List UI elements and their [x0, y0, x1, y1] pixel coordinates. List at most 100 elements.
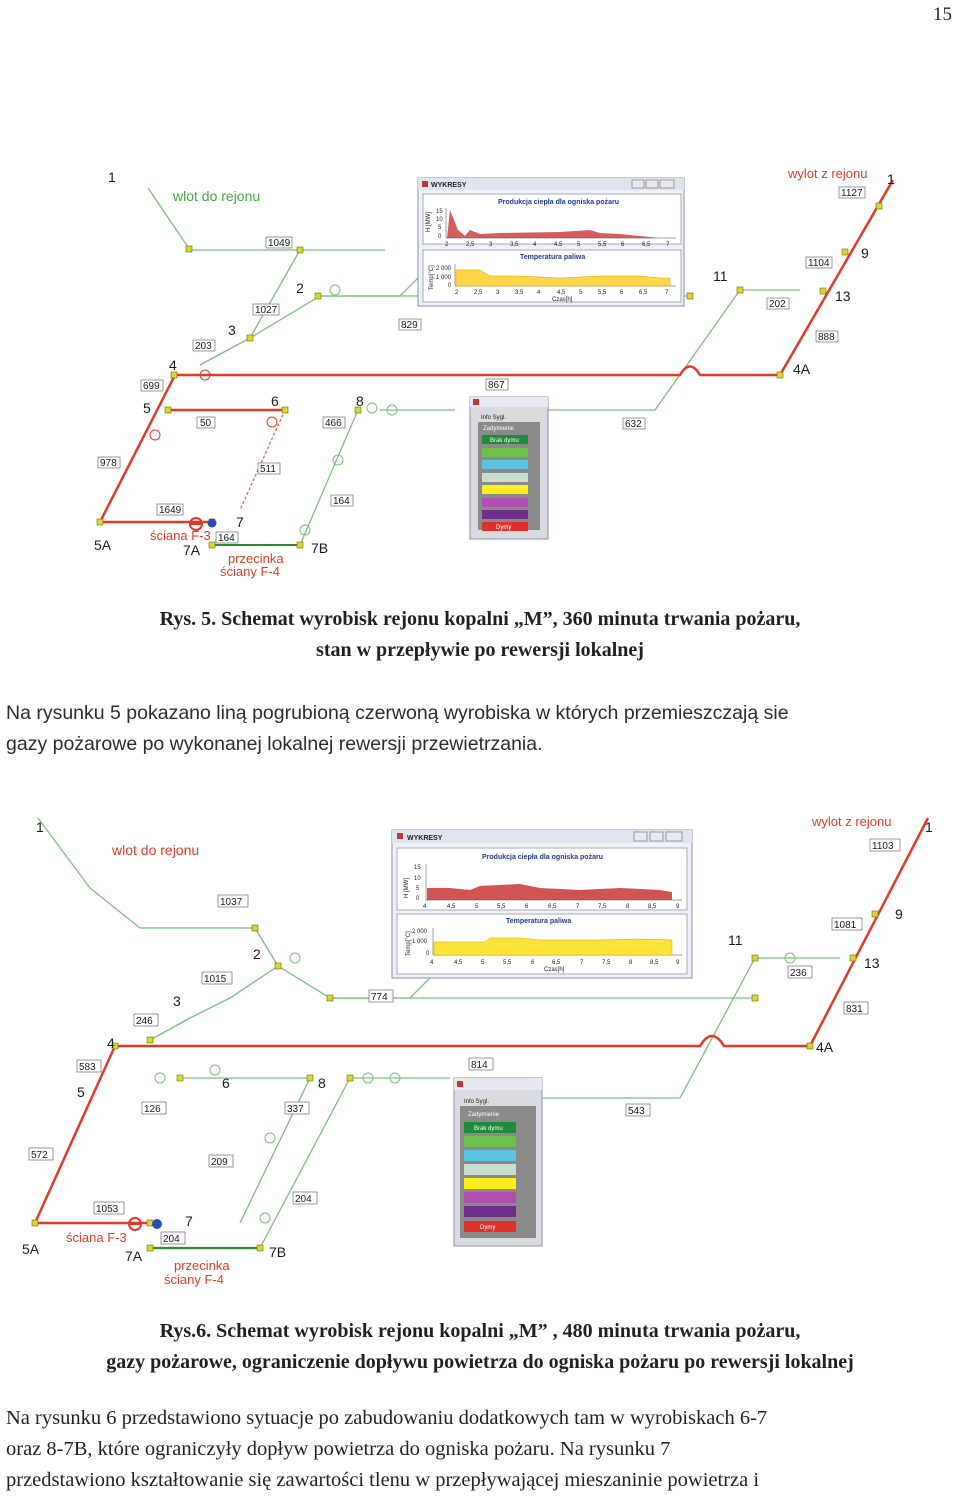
svg-text:8,5: 8,5 [650, 960, 659, 966]
legend2-brak-dymu: Brak dymu [474, 1126, 503, 1132]
svg-text:3,5: 3,5 [515, 290, 524, 296]
svg-text:2,5: 2,5 [466, 242, 475, 248]
svg-text:3,5: 3,5 [510, 242, 519, 248]
legend-dymy: Dymy [496, 525, 511, 531]
chart2-title: Temperatura paliwa [520, 254, 585, 261]
svg-text:5: 5 [481, 960, 485, 966]
legend2-dymy: Dymy [480, 1225, 495, 1231]
chart2-2-ylabel: Temp[°C] [406, 931, 412, 956]
svg-text:7: 7 [666, 242, 670, 248]
red-route-return [778, 179, 895, 376]
tag-1027: 1027 [255, 305, 278, 316]
legend-title: Info Sygl. [481, 415, 506, 421]
minimize-button-2[interactable] [633, 831, 648, 842]
tag-978: 978 [100, 458, 117, 469]
node-1-intake: 1 [108, 169, 116, 185]
paragraph-2-line-2: oraz 8-7B, które ograniczyły dopływ powi… [6, 1438, 671, 1460]
svg-text:4: 4 [537, 290, 541, 296]
svg-text:8: 8 [629, 960, 633, 966]
node2-5A: 5A [22, 1241, 40, 1257]
sciana-f3-label: ściana F-3 [150, 528, 211, 543]
tag-466: 466 [325, 418, 342, 429]
tag2-209: 209 [211, 1157, 228, 1168]
svg-text:6,5: 6,5 [548, 904, 557, 910]
node-4: 4 [169, 357, 177, 373]
node2-4: 4 [107, 1035, 115, 1051]
svg-text:15: 15 [414, 865, 421, 871]
wykresy-window: WYKRESY Produkcja ciepła dla ogniska poż… [417, 177, 685, 307]
node2-6: 6 [222, 1075, 230, 1091]
close-button[interactable] [659, 179, 675, 189]
caption-1-line-2: stan w przepływie po rewersji lokalnej [316, 639, 644, 661]
page-number: 15 [933, 4, 952, 25]
svg-text:4,5: 4,5 [447, 904, 456, 910]
svg-text:4: 4 [533, 242, 537, 248]
node2-3: 3 [173, 993, 181, 1009]
tag-1127: 1127 [841, 188, 863, 199]
node2-7B: 7B [269, 1244, 286, 1260]
node-5A: 5A [94, 537, 112, 553]
tag-867: 867 [488, 380, 505, 391]
tag-1049: 1049 [268, 238, 291, 249]
tag2-126: 126 [144, 1104, 161, 1115]
svg-text:3: 3 [496, 290, 500, 296]
svg-text:6: 6 [620, 290, 624, 296]
przecinka-label-2-1: przecinka [174, 1258, 230, 1273]
svg-text:7: 7 [580, 960, 584, 966]
node2-1-intake: 1 [36, 819, 44, 835]
svg-text:0: 0 [448, 283, 452, 289]
svg-text:6: 6 [621, 242, 625, 248]
paragraph-2: Na rysunku 6 przedstawiono sytuacje po z… [6, 1403, 956, 1496]
chart2-xticks: 2 2,5 3 3,5 4 4,5 5 5,5 6 6,5 7 [455, 290, 669, 296]
node2-4A: 4A [816, 1039, 834, 1055]
figure-2-ventilation-diagram: ściana F-3 przecinka ściany F-4 wlot do … [0, 808, 960, 1298]
tag2-543: 543 [628, 1106, 645, 1117]
node2-7: 7 [185, 1213, 193, 1229]
przecinka-label-1: przecinka [228, 551, 284, 566]
tag2-572: 572 [31, 1150, 48, 1161]
node-3: 3 [228, 322, 236, 338]
wylot-label-2: wylot z rejonu [811, 814, 891, 829]
svg-text:7,5: 7,5 [602, 960, 611, 966]
tag2-1037: 1037 [220, 897, 243, 908]
tag2-246: 246 [136, 1016, 153, 1027]
chart2-2-xlabel: Czas[h] [544, 967, 565, 973]
chart2-yticks: 2 000 1 000 0 [436, 266, 452, 289]
wlot-label-2: wlot do rejonu [111, 842, 199, 858]
svg-text:5: 5 [438, 225, 442, 231]
tag-202: 202 [769, 299, 786, 310]
svg-text:5,5: 5,5 [503, 960, 512, 966]
svg-text:0: 0 [426, 951, 430, 957]
node-13: 13 [835, 288, 851, 304]
tag-699: 699 [143, 381, 160, 392]
maximize-button-2[interactable] [649, 831, 664, 842]
tag-511: 511 [260, 464, 276, 475]
chart2-ylabel: Temp[°C] [429, 265, 435, 290]
minimize-button[interactable] [631, 179, 645, 189]
svg-text:1 000: 1 000 [436, 275, 452, 281]
svg-text:8: 8 [626, 904, 630, 910]
node-7B: 7B [311, 540, 328, 556]
node-7A: 7A [183, 542, 201, 558]
legend2-subtitle: Zadymienie [468, 1112, 500, 1118]
node2-8: 8 [318, 1075, 326, 1091]
tag-50: 50 [200, 418, 212, 429]
red-route-5-5A [98, 374, 177, 523]
svg-text:4,5: 4,5 [554, 242, 563, 248]
maximize-button[interactable] [645, 179, 659, 189]
svg-text:6,5: 6,5 [642, 242, 651, 248]
tag2-1103: 1103 [872, 841, 894, 852]
tag2-204-upper: 204 [295, 1194, 312, 1205]
zadymienie-legend-window: Info Sygl. Zadymienie Brak dymu Dymy [469, 396, 549, 540]
tag2-774: 774 [371, 992, 388, 1003]
chart1-title: Produkcja ciepła dla ogniska pożaru [498, 199, 619, 206]
tag2-814: 814 [471, 1060, 488, 1071]
svg-text:5,5: 5,5 [598, 242, 607, 248]
svg-text:5: 5 [475, 904, 479, 910]
tag-1104: 1104 [808, 258, 830, 269]
chart2-1-title: Produkcja ciepła dla ogniska pożaru [482, 854, 603, 861]
tag-1649: 1649 [159, 505, 182, 516]
close-button-2[interactable] [665, 831, 683, 842]
sciana-f3-label-2: ściana F-3 [66, 1230, 127, 1245]
window-title: WYKRESY [431, 182, 467, 189]
